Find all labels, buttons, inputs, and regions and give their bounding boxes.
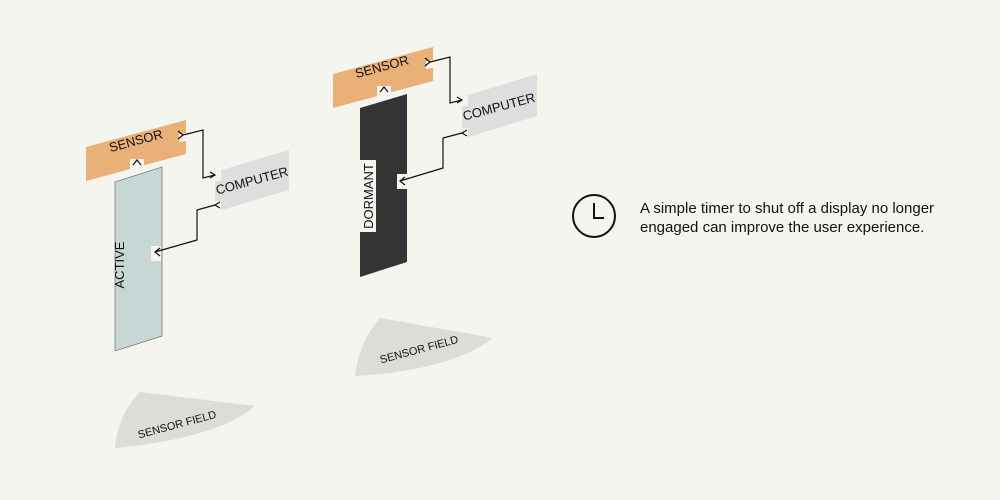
right-display-label-bg xyxy=(360,160,376,232)
right-sensor-field xyxy=(355,318,493,376)
right-display-label: DORMANT xyxy=(361,163,376,229)
right-sensor-box xyxy=(333,47,433,108)
left-computer-in-arrow xyxy=(209,171,217,179)
left-computer-box xyxy=(215,150,289,212)
timer-note-text: A simple timer to shut off a display no … xyxy=(640,200,935,236)
left-display-panel xyxy=(114,166,163,352)
left-sensor-up-arrow xyxy=(132,159,142,166)
right-computer-box xyxy=(462,74,537,139)
left-computer-input-port xyxy=(211,171,221,181)
left-unit: SENSOR FIELD ACTIVE SENSOR COMPUTER xyxy=(86,120,290,448)
left-sensor-field xyxy=(115,392,255,448)
right-computer-to-display-wire xyxy=(399,132,463,182)
left-sensor-to-computer-wire xyxy=(182,129,216,179)
left-computer-to-display-wire xyxy=(154,204,216,253)
left-display-arrow xyxy=(154,247,161,257)
right-computer-input-port xyxy=(458,96,468,106)
left-sensor-output-port xyxy=(130,159,144,169)
left-sensor-box xyxy=(86,120,186,181)
right-sensor-output-port xyxy=(377,86,391,96)
left-computer-out-arrow xyxy=(213,201,221,209)
right-sensor-arrow xyxy=(424,57,431,67)
right-display-arrow xyxy=(399,176,406,186)
right-sensor-up-arrow xyxy=(379,86,389,93)
left-sensor-arrow xyxy=(177,130,184,140)
clock-icon xyxy=(572,194,616,238)
right-computer-out-arrow xyxy=(460,129,468,137)
right-sensor-to-computer-wire xyxy=(429,56,463,104)
right-display-input-port xyxy=(397,174,407,189)
right-computer-in-arrow xyxy=(456,96,464,104)
left-display-label: ACTIVE xyxy=(112,241,127,288)
right-unit: SENSOR FIELD DORMANT SENSOR COMPUTER xyxy=(333,47,537,376)
